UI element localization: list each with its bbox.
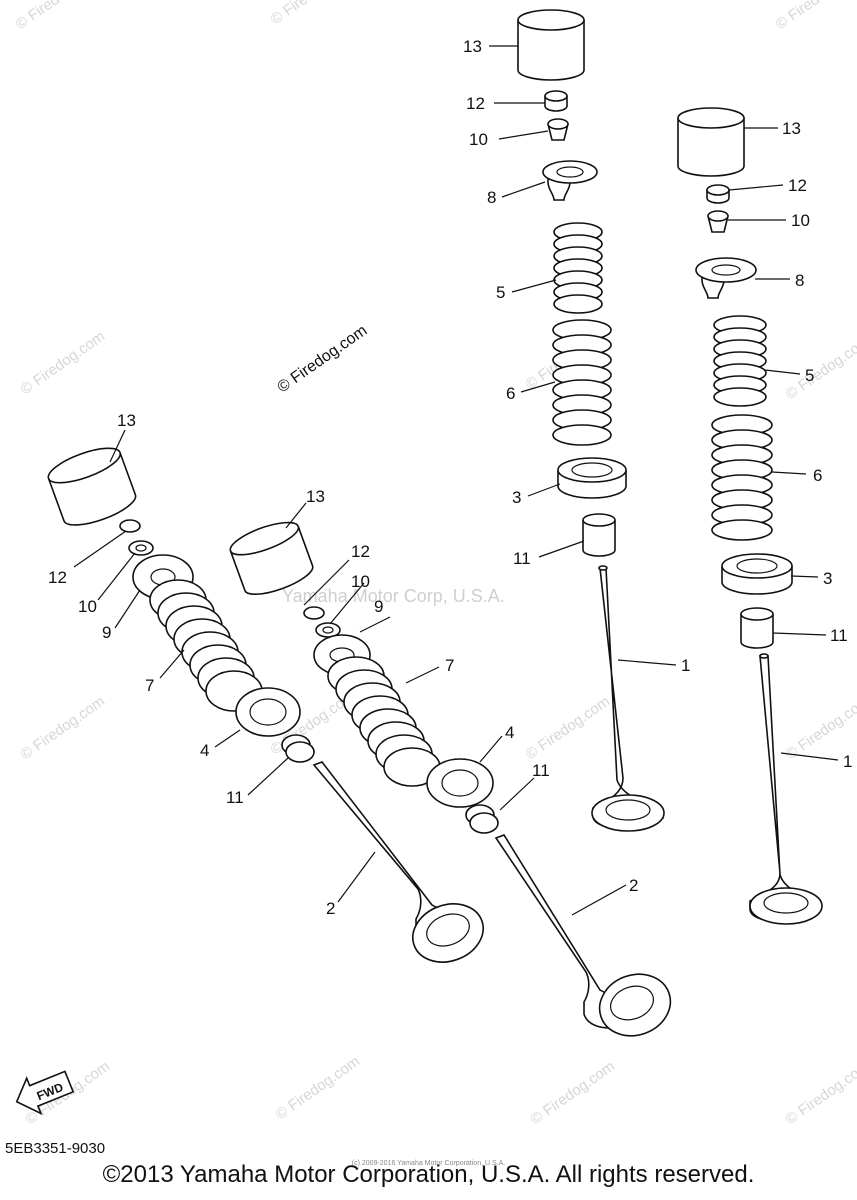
valve-spring-part — [149, 579, 263, 712]
callout-12: 12 — [466, 94, 485, 113]
callout-13: 13 — [117, 411, 136, 430]
callout-13: 13 — [463, 37, 482, 56]
callout-9: 9 — [102, 623, 111, 642]
valve-stem-seal-part — [740, 607, 774, 649]
callout-4: 4 — [505, 723, 514, 742]
callout-7: 7 — [145, 676, 154, 695]
callout-8: 8 — [487, 188, 496, 207]
valve-lifter-part — [47, 447, 137, 526]
inner-spring-part — [553, 222, 603, 314]
valve-spring-part — [327, 656, 441, 787]
firedog-credit: © Firedog.com — [275, 322, 371, 396]
watermark: © Firedog.com — [773, 0, 857, 33]
valve-stem-seal-part — [582, 513, 616, 557]
watermark: © Firedog.com — [273, 1053, 364, 1123]
callout-7: 7 — [445, 656, 454, 675]
callout-13: 13 — [306, 487, 325, 506]
fwd-arrow-icon: FWD — [15, 1070, 75, 1116]
callout-3: 3 — [512, 488, 521, 507]
valve-cotter-part — [315, 622, 341, 638]
watermark: © Firedog.com — [268, 0, 359, 28]
spring-retainer-part — [542, 160, 598, 201]
valve-assembly-left — [47, 447, 484, 963]
valve-cotter-part — [128, 540, 154, 556]
exhaust-valve-part — [494, 834, 672, 1037]
callout-4: 4 — [200, 741, 209, 760]
intake-valve-part — [591, 565, 665, 832]
spring-seat-part — [557, 457, 627, 499]
callout-11: 11 — [513, 549, 531, 568]
outer-spring-part — [711, 414, 773, 541]
callout-8: 8 — [795, 271, 804, 290]
callout-3: 3 — [823, 569, 832, 588]
adjusting-pad-part — [303, 606, 325, 620]
callout-10: 10 — [78, 597, 97, 616]
callout-2: 2 — [326, 899, 335, 918]
valve-assembly-center — [517, 9, 665, 832]
valve-assembly-middle — [229, 521, 672, 1037]
callout-12: 12 — [48, 568, 67, 587]
callout-12: 12 — [351, 542, 370, 561]
outer-spring-part — [552, 319, 612, 446]
callout-11: 11 — [226, 788, 244, 807]
callout-1: 1 — [843, 752, 852, 771]
spring-retainer-part — [695, 257, 757, 299]
valve-lifter-part — [229, 521, 314, 595]
valve-cotter-part — [707, 210, 729, 233]
callout-5: 5 — [805, 366, 814, 385]
watermark: © Firedog.com — [528, 1058, 619, 1128]
spring-seat-part — [426, 758, 494, 808]
valve-cotter-part — [547, 118, 569, 141]
part-code: 5EB3351-9030 — [5, 1140, 106, 1157]
exhaust-valve-part — [312, 761, 484, 963]
adjusting-pad-part — [119, 519, 141, 533]
callout-12: 12 — [788, 176, 807, 195]
callout-2: 2 — [629, 876, 638, 895]
valve-lifter-part — [517, 9, 585, 81]
watermark: © Firedog.com — [783, 333, 857, 403]
callout-labels: 13 12 10 8 5 6 3 11 1 13 12 10 8 5 6 3 1… — [48, 37, 852, 918]
spring-seat-part — [721, 553, 793, 595]
copyright-notice: ©2013 Yamaha Motor Corporation, U.S.A. A… — [102, 1161, 755, 1188]
callout-6: 6 — [813, 466, 822, 485]
watermark: © Firedog.com — [18, 693, 109, 763]
watermark: © Firedog.com — [783, 1058, 857, 1128]
inner-spring-part — [713, 315, 767, 407]
valve-stem-seal-part — [281, 734, 315, 763]
valve-stem-seal-part — [465, 804, 499, 834]
watermark: © Firedog.com — [523, 693, 614, 763]
callout-10: 10 — [469, 130, 488, 149]
watermark: © Firedog.com — [18, 328, 109, 398]
callout-5: 5 — [496, 283, 505, 302]
callout-13: 13 — [782, 119, 801, 138]
callout-10: 10 — [791, 211, 810, 230]
adjusting-pad-part — [706, 184, 730, 204]
callout-6: 6 — [506, 384, 515, 403]
valve-assembly-right — [677, 107, 823, 925]
valve-lifter-part — [677, 107, 745, 177]
intake-valve-part — [749, 653, 823, 925]
adjusting-pad-part — [544, 90, 568, 112]
leader-lines — [73, 45, 839, 916]
spring-seat-part — [235, 687, 301, 737]
tiny-credit: (c) 2009-2016 Yamaha Motor Corporation, … — [351, 1160, 506, 1167]
callout-10: 10 — [351, 572, 370, 591]
callout-11: 11 — [532, 761, 550, 780]
callout-9: 9 — [374, 597, 383, 616]
callout-1: 1 — [681, 656, 690, 675]
callout-11: 11 — [830, 626, 848, 645]
watermark: © Firedog.com — [13, 0, 104, 33]
watermark-corp: Yamaha Motor Corp, U.S.A. — [282, 586, 505, 606]
